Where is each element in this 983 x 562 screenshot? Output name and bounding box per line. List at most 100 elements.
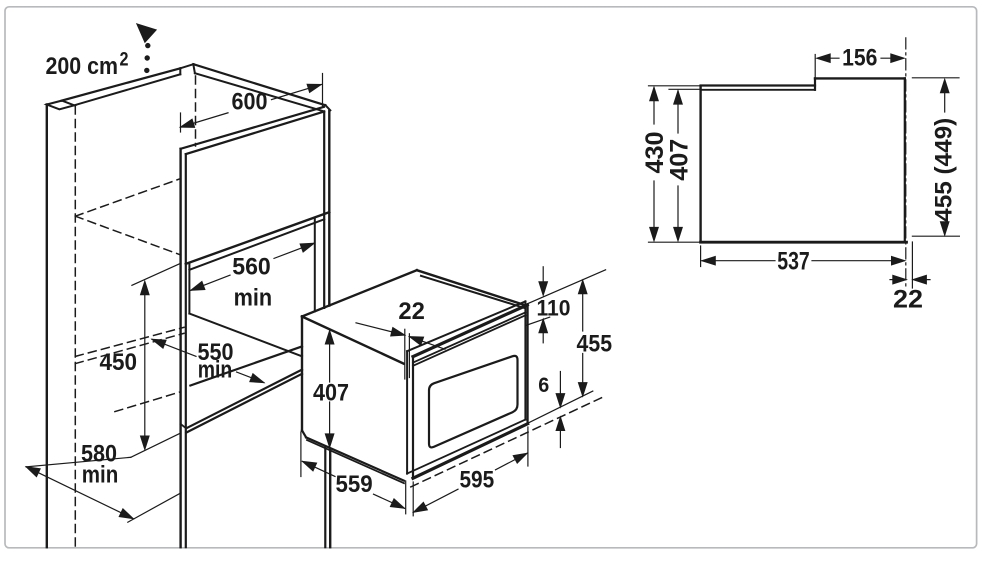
- oven-door-top-edge-front: [410, 302, 530, 359]
- label-sv-door-thickness: 22: [893, 286, 923, 314]
- dim-430-arrow-bottom: [649, 226, 659, 243]
- dim-580-ext-top: [25, 456, 132, 468]
- control-strip-bottom-a: [411, 311, 527, 364]
- label-cabinet-depth: 580: [81, 441, 117, 468]
- vent-airflow-arrow: [135, 22, 158, 44]
- dim-595-arrow-left: [411, 501, 429, 514]
- dim-6-arrow-bottom: [555, 415, 566, 431]
- dim-580-line: [25, 465, 135, 520]
- cabinet-dimensions: [24, 22, 324, 524]
- cabinet-isometric-view: [43, 62, 332, 549]
- dim-559-arrow-left: [300, 460, 318, 472]
- control-strip-bottom-b: [411, 314, 527, 367]
- dimension-labels: 200 cm 2 600 560 min 550 min 450 580 min…: [46, 44, 958, 498]
- side-section-view: [699, 77, 908, 244]
- vent-airflow-dot: [144, 55, 150, 61]
- dim-550-arrow-right: [249, 372, 266, 384]
- dim-559-arrow-right: [389, 497, 407, 509]
- shelf-front-edge-lower: [184, 372, 304, 435]
- label-niche-height: 450: [100, 349, 138, 376]
- label-sv-depth: 537: [777, 247, 810, 275]
- dim-550-arrow-left: [150, 338, 167, 350]
- cabinet-top-left-outer-edge: [60, 66, 182, 102]
- dim-430-arrow-top: [649, 85, 659, 102]
- oven-top-back-left-edge: [300, 268, 419, 319]
- cabinet-top-back-inner-edge: [193, 71, 324, 113]
- oven-door-top-back-edge: [419, 274, 527, 310]
- niche-floor-front-edge: [188, 344, 304, 387]
- dim-6-arrow-top: [555, 393, 566, 409]
- label-niche-width: 560: [232, 253, 271, 280]
- oven-isometric-view: [300, 268, 530, 485]
- label-oven-height: 407: [313, 380, 349, 407]
- dim-450-ref-bottom: [129, 432, 182, 459]
- label-control-panel-height: 110: [537, 295, 571, 320]
- label-oven-width: 595: [459, 467, 494, 494]
- door-top-reference-line: [526, 269, 607, 305]
- dim-22s-arrow-right: [911, 274, 927, 285]
- label-total-height: 455: [577, 331, 613, 358]
- label-cabinet-depth-min: min: [82, 461, 119, 488]
- installation-base-line: [409, 396, 603, 488]
- dim-600-arrow-right: [306, 83, 323, 94]
- dim-450-arrow-bottom: [139, 435, 150, 452]
- oven-top-back-right-edge: [415, 268, 525, 307]
- label-oven-depth: 559: [336, 471, 373, 498]
- label-vent-area-exponent: 2: [120, 50, 129, 71]
- vent-notch-top: [179, 62, 195, 70]
- hidden-floor-back-edge-upper: [74, 326, 185, 358]
- dim-22-arrow-right: [407, 336, 425, 347]
- label-bottom-gap: 6: [538, 374, 549, 397]
- dim-595-arrow-right: [512, 452, 529, 465]
- label-sv-body-height: 407: [666, 139, 694, 181]
- label-sv-top-recess: 156: [842, 44, 877, 71]
- upper-door-bottom-edge: [184, 210, 331, 266]
- cabinet-top-back-edge: [191, 62, 327, 107]
- dim-455s-arrow-top: [939, 77, 950, 94]
- oven-door-bottom-edge-front: [410, 421, 530, 481]
- dim-537-arrow-left: [700, 255, 716, 266]
- label-niche-width-min: min: [234, 285, 273, 312]
- oven-bottom-left-edge: [304, 435, 406, 483]
- dim-22-arrow-left: [390, 326, 407, 337]
- cabinet-top-left-inner-edge: [72, 73, 182, 107]
- dim-537-arrow-right: [891, 255, 907, 266]
- dim-455-arrow-bottom: [577, 382, 588, 398]
- hidden-floor-back-edge-lower: [74, 332, 185, 365]
- dim-450-arrow-top: [139, 279, 150, 296]
- dim-600-arrow-left: [178, 118, 196, 128]
- dim-156-arrow-left: [815, 53, 831, 64]
- niche-left-wall-bottom-edge: [188, 312, 304, 358]
- label-sv-niche-height: 430: [641, 132, 669, 174]
- dim-407-arrow-top: [324, 328, 335, 345]
- dim-407s-arrow-bottom: [673, 226, 683, 243]
- dim-156-arrow-right: [890, 53, 906, 64]
- hidden-interior-top-a: [74, 177, 182, 218]
- oven-door-bottom-edge-back: [405, 418, 527, 475]
- oven-top-front-edge: [300, 314, 406, 366]
- label-sv-total-height: 455 (449): [931, 118, 958, 222]
- label-top-clearance: 22: [398, 298, 425, 325]
- dim-110-arrow-bottom: [538, 317, 549, 334]
- label-top-width: 600: [232, 89, 268, 116]
- dim-455-arrow-top: [577, 278, 588, 295]
- dim-450-ref-top: [131, 262, 182, 287]
- hidden-floor-front-edge: [113, 390, 182, 413]
- vent-airflow-dot: [145, 42, 151, 49]
- dim-455s-arrow-bottom: [939, 221, 950, 237]
- dim-110-arrow-top: [538, 281, 549, 297]
- oven-bottom-left-edge-inner: [305, 438, 406, 485]
- label-niche-depth: 550: [198, 339, 234, 366]
- dim-580-ext-bottom: [126, 491, 182, 524]
- dim-407s-arrow-top: [673, 88, 683, 105]
- shelf-front-edge-upper: [184, 368, 304, 430]
- side-view-dimensions: [647, 37, 961, 289]
- dim-560-arrow-left: [189, 280, 206, 291]
- dim-580-arrow-left: [24, 466, 41, 478]
- dim-22s-arrow-left: [892, 274, 908, 285]
- label-vent-area: 200 cm: [46, 53, 119, 80]
- dim-580-arrow-right: [118, 507, 135, 520]
- vent-airflow-dot: [144, 67, 150, 74]
- control-strip-reference-line: [525, 316, 551, 326]
